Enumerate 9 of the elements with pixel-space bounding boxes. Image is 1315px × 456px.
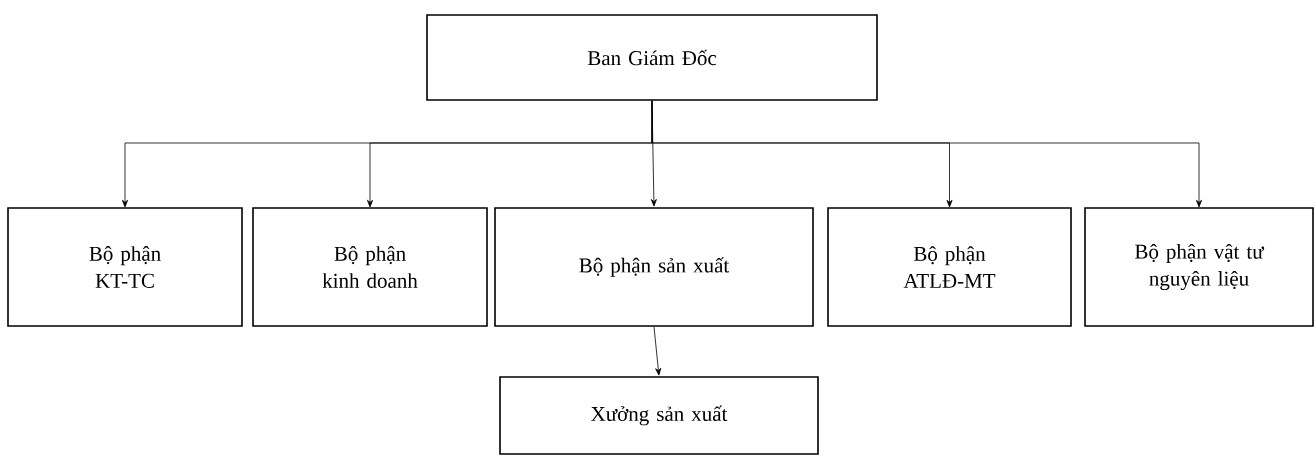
org-box: Xưởng sản xuất — [499, 376, 819, 455]
arrow — [653, 326, 662, 376]
org-box: Ban Giám Đốc — [426, 14, 878, 101]
org-box: Bộ phận kinh doanh — [252, 207, 488, 327]
org-box: Bộ phận sản xuất — [494, 207, 814, 327]
org-box: Bộ phận vật tư nguyên liệu — [1084, 207, 1314, 327]
org-box: Bộ phận ATLĐ-MT — [827, 207, 1072, 327]
org-box: Bộ phận KT-TC — [7, 207, 243, 327]
arrow — [651, 100, 1202, 208]
